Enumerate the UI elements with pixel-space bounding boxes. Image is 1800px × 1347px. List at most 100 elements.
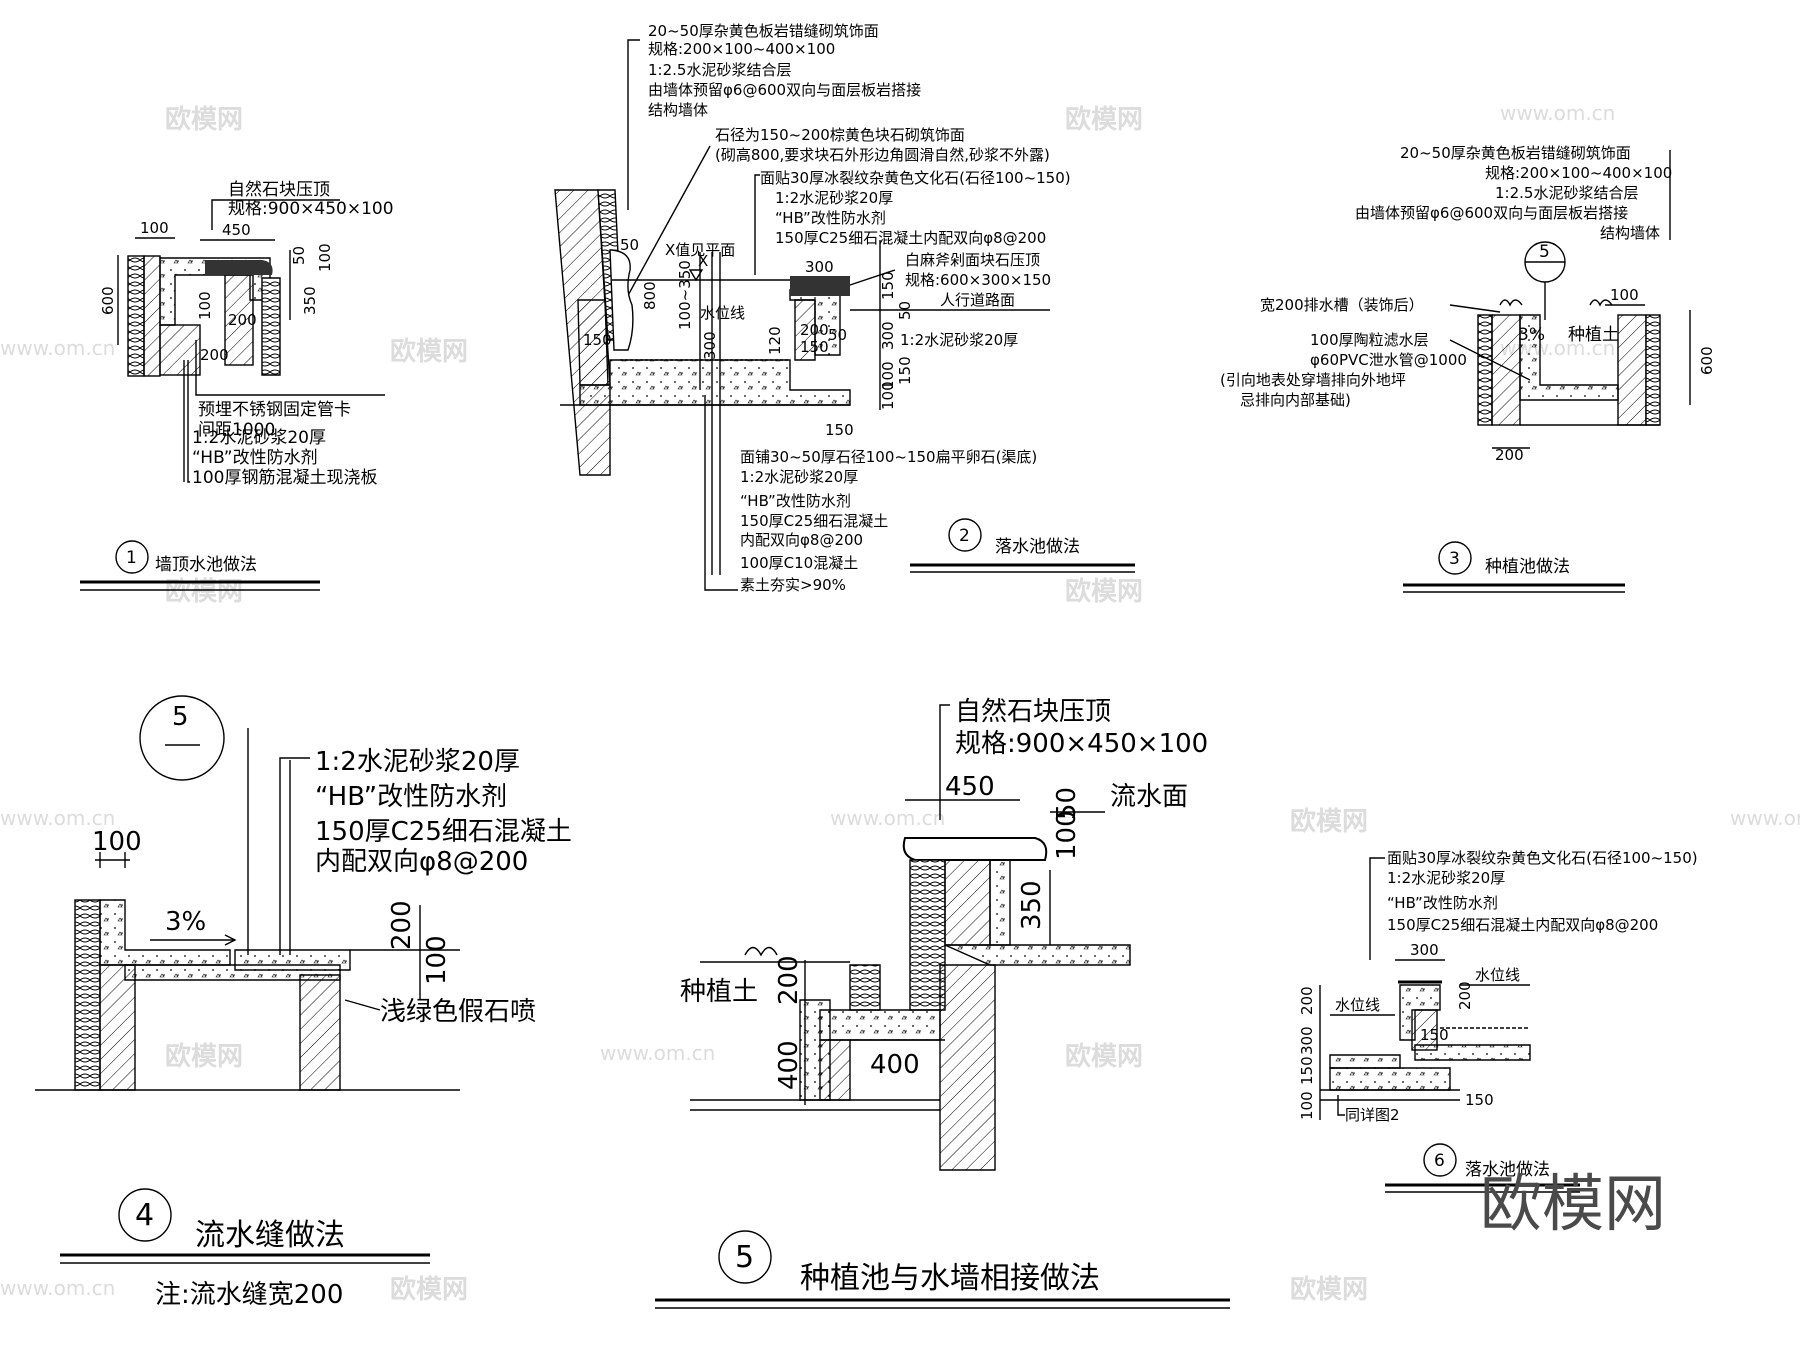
note: 1:2水泥砂浆20厚: [1387, 869, 1505, 887]
concrete-slab: [579, 359, 851, 406]
dim: 350: [301, 286, 319, 315]
note: 忌排向内部基础): [1240, 391, 1351, 409]
dim: 600: [99, 286, 117, 315]
dim: 150: [583, 331, 612, 349]
dim: 50: [290, 246, 308, 265]
note: 150厚C25细石混凝土: [740, 512, 888, 530]
note: 100厚钢筋混凝土现浇板: [192, 468, 377, 488]
detail-title: 流水缝做法: [195, 1218, 345, 1253]
concrete: [124, 964, 341, 981]
watermark: 欧模网: [390, 336, 468, 367]
dim: 200: [774, 955, 804, 1005]
dim: 200: [1298, 986, 1316, 1015]
ref-number: 5: [1539, 242, 1550, 262]
note: (引向地表处穿墙排向外地坪: [1220, 371, 1406, 389]
dim: X: [698, 252, 708, 270]
detail-1-wall-top-pool: 自然石块压顶 规格:900×450×100 100 450 50 100 350…: [80, 180, 394, 591]
watermark: 欧模网: [1290, 1274, 1368, 1305]
detail-number: 6: [1434, 1151, 1445, 1171]
detail-3-planting-pool: 20~50厚杂黄色板岩错缝砌筑饰面 规格:200×100~400×100 1:2…: [1220, 144, 1716, 593]
note: 预埋不锈钢固定管卡: [198, 400, 351, 420]
plant-icon: [744, 946, 778, 957]
dim: 300: [879, 321, 897, 350]
note: 规格:900×450×100: [228, 199, 394, 219]
concrete: [1329, 1067, 1451, 1091]
watermark-url: www.om.cn: [0, 806, 115, 830]
note: 面贴30厚冰裂纹杂黄色文化石(石径100~150): [1387, 849, 1698, 867]
coping-stone: [902, 837, 1048, 861]
brick-facing: [74, 899, 101, 1091]
detail-number-circle: [1423, 1143, 1457, 1177]
dim: 300: [1410, 941, 1439, 959]
ref-circle: [139, 695, 225, 781]
dim: 50: [1052, 787, 1082, 820]
dim: 100: [422, 935, 452, 985]
note: 1:2水泥砂浆20厚: [740, 468, 858, 486]
dim: 800: [641, 281, 659, 310]
note: 间距1000: [198, 420, 275, 440]
watermark: 欧模网: [1065, 104, 1143, 135]
note: 注:流水缝宽200: [155, 1280, 343, 1310]
detail-number-circle: [1438, 541, 1472, 575]
note: 内配双向φ8@200: [315, 847, 528, 877]
wall: [159, 324, 201, 376]
dim: 120: [766, 326, 784, 355]
brick-facing: [1645, 314, 1661, 426]
brand-logo: 欧模网: [1480, 1167, 1666, 1240]
dim: 350: [1017, 880, 1047, 930]
dim: 50: [620, 236, 639, 254]
note: 面贴30厚冰裂纹杂黄色文化石(石径100~150): [760, 169, 1071, 187]
dim: 150: [1420, 1026, 1449, 1044]
note: 规格:600×300×150: [905, 271, 1051, 289]
wall: [299, 974, 341, 1091]
detail-title: 落水池做法: [995, 537, 1080, 557]
watermarks: 欧模网 欧模网 www.om.cn www.om.cn 欧模网 www.om.c…: [0, 101, 1800, 1305]
label: 种植土: [1568, 325, 1619, 345]
dim: 400: [774, 1040, 804, 1090]
wall: [1491, 314, 1521, 426]
brick-facing: [127, 255, 145, 377]
detail-number: 2: [959, 526, 970, 546]
wall: [99, 964, 136, 1091]
note: 1:2水泥砂浆20厚: [775, 189, 893, 207]
note: “HB”改性防水剂: [775, 209, 886, 227]
label: 流水面: [1110, 782, 1188, 812]
watermark-url: www.om.cn: [0, 336, 115, 360]
detail-number-circle: [118, 1188, 172, 1242]
dim: 150: [1465, 1091, 1494, 1109]
detail-number: 5: [735, 1240, 754, 1275]
watermark-url: www.om.cn: [1730, 806, 1800, 830]
watermark: 欧模网: [1065, 1041, 1143, 1072]
note: 由墙体预留φ6@600双向与面层板岩搭接: [1355, 204, 1628, 222]
note: “HB”改性防水剂: [740, 492, 851, 510]
note: 结构墙体: [648, 101, 708, 119]
note: 面铺30~50厚石径100~150扁平卵石(渠底): [740, 448, 1037, 466]
note: 人行道路面: [940, 291, 1015, 309]
wall: [1617, 314, 1647, 426]
note: 宽200排水槽（装饰后）: [1260, 296, 1424, 314]
label: 水位线: [1475, 966, 1520, 984]
dim: 300: [1298, 1026, 1316, 1055]
label: X值见平面: [665, 241, 735, 259]
logo-text: 欧模网: [1480, 1167, 1666, 1240]
watermark: 欧模网: [1065, 576, 1143, 607]
watermark: 欧模网: [165, 1041, 243, 1072]
note: 由墙体预留φ6@600双向与面层板岩搭接: [648, 81, 921, 99]
note: φ60PVC泄水管@1000: [1310, 351, 1467, 369]
concrete: [1519, 314, 1619, 401]
note: 自然石块压顶: [955, 697, 1111, 727]
label: 3%: [165, 907, 206, 937]
detail-number-circle: [948, 518, 982, 552]
brick-facing: [1477, 314, 1493, 426]
coping-stone: [790, 276, 850, 296]
detail-number: 4: [135, 1198, 154, 1233]
brick-facing: [849, 964, 881, 1011]
detail-4-flow-joint: 5 1:2水泥砂浆20厚 “HB”改性防水剂 150厚C25细石混凝土 内配双向…: [35, 695, 572, 1310]
dim: 100: [1298, 1091, 1316, 1120]
note: 20~50厚杂黄色板岩错缝砌筑饰面: [648, 22, 879, 40]
note: 规格:200×100~400×100: [648, 40, 835, 58]
dim: 100: [140, 219, 169, 237]
detail-2-drop-pool: 20~50厚杂黄色板岩错缝砌筑饰面 规格:200×100~400×100 1:2…: [554, 22, 1135, 594]
note: 150厚C25细石混凝土内配双向φ8@200: [1387, 916, 1658, 934]
